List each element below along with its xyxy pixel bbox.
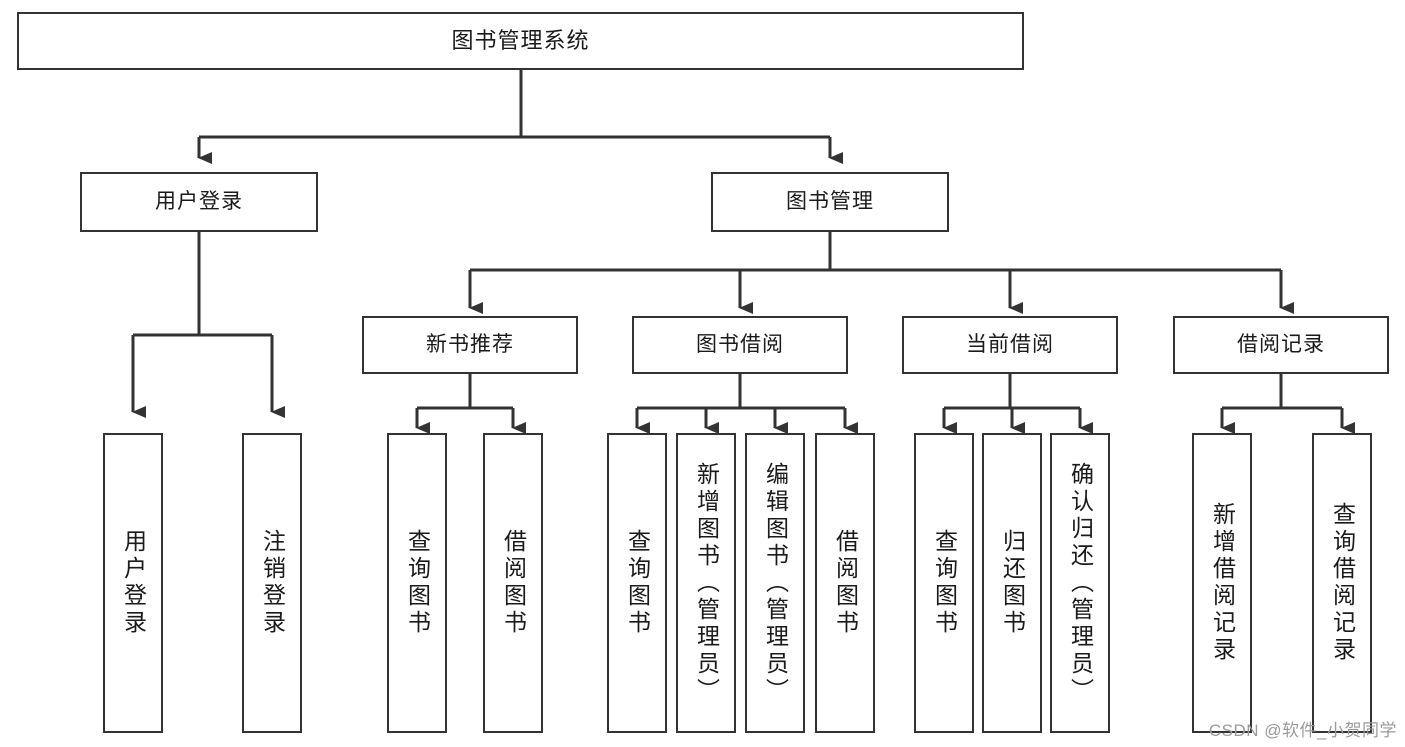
node-label: 图书管理系统: [451, 28, 590, 54]
node-label: 用户登录: [120, 529, 147, 637]
node-leaf-user-logout[interactable]: 注销登录: [242, 433, 302, 733]
node-label: 图书借阅: [696, 332, 784, 356]
node-leaf-edit-book[interactable]: 编辑图书（管理员）: [745, 433, 805, 733]
node-leaf-query-book-2[interactable]: 查询图书: [607, 433, 667, 733]
node-label: 查询借阅记录: [1329, 502, 1356, 664]
node-leaf-add-book[interactable]: 新增图书（管理员）: [676, 433, 736, 733]
node-leaf-borrow-book-1[interactable]: 借阅图书: [483, 433, 543, 733]
node-leaf-query-book-3[interactable]: 查询图书: [914, 433, 974, 733]
node-current-borrow[interactable]: 当前借阅: [902, 316, 1118, 374]
node-label: 图书管理: [786, 189, 874, 213]
node-borrow-record[interactable]: 借阅记录: [1173, 316, 1389, 374]
node-label: 当前借阅: [966, 332, 1054, 356]
node-label: 新增图书（管理员）: [693, 461, 720, 705]
node-leaf-return-book[interactable]: 归还图书: [982, 433, 1042, 733]
node-leaf-add-record[interactable]: 新增借阅记录: [1192, 433, 1252, 733]
node-label: 查询图书: [931, 529, 958, 637]
node-label: 编辑图书（管理员）: [762, 461, 789, 705]
node-label: 查询图书: [404, 529, 431, 637]
node-label: 确认归还（管理员）: [1067, 461, 1094, 705]
node-leaf-query-book-1[interactable]: 查询图书: [387, 433, 447, 733]
node-new-book-recommend[interactable]: 新书推荐: [362, 316, 578, 374]
node-leaf-user-login[interactable]: 用户登录: [103, 433, 163, 733]
node-book-borrow[interactable]: 图书借阅: [632, 316, 848, 374]
node-label: 借阅记录: [1237, 332, 1325, 356]
node-label: 借阅图书: [832, 529, 859, 637]
node-leaf-confirm-return[interactable]: 确认归还（管理员）: [1050, 433, 1110, 733]
node-label: 注销登录: [259, 529, 286, 637]
node-leaf-borrow-book-2[interactable]: 借阅图书: [815, 433, 875, 733]
node-label: 用户登录: [155, 189, 243, 213]
node-label: 查询图书: [624, 529, 651, 637]
node-label: 新书推荐: [426, 332, 514, 356]
node-label: 借阅图书: [500, 529, 527, 637]
node-label: 归还图书: [999, 529, 1026, 637]
node-book-management[interactable]: 图书管理: [711, 172, 949, 232]
watermark-text: CSDN @软件_小贺同学: [1208, 721, 1397, 740]
node-root-system[interactable]: 图书管理系统: [17, 12, 1024, 70]
node-user-login[interactable]: 用户登录: [80, 172, 318, 232]
node-leaf-query-record[interactable]: 查询借阅记录: [1312, 433, 1372, 733]
node-label: 新增借阅记录: [1209, 502, 1236, 664]
